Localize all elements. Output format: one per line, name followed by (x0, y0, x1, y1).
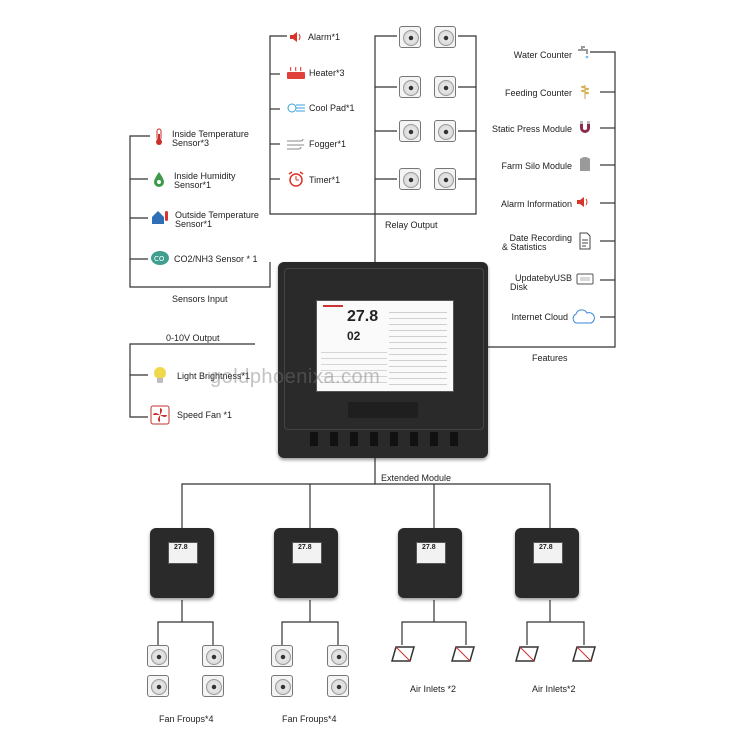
screen-data-table (389, 307, 447, 385)
air-inlet-label: Air Inlets *2 (410, 684, 457, 694)
cool-pad-icon (287, 103, 305, 113)
feature-label: Alarm Information (500, 199, 572, 209)
relay-item-fogger: Fogger*1 (309, 139, 347, 149)
controller-handle (348, 402, 418, 418)
extended-module-title: Extended Module (381, 473, 452, 483)
air-inlet-icon (451, 646, 475, 662)
silo-icon (580, 157, 590, 171)
sensor-label-line1: Inside Temperature (172, 129, 249, 139)
humidity-icon (154, 172, 164, 187)
module-screen-value: 27.8 (298, 544, 312, 551)
fan-icon (434, 168, 456, 190)
module-screen: 27.8 (533, 542, 563, 564)
relay-item-cool-pad: Cool Pad*1 (309, 103, 355, 113)
sensor-label-line2: Sensor*1 (175, 219, 213, 229)
relay-item-alarm: Alarm*1 (308, 32, 341, 42)
sensor-label-line2: Sensor*3 (172, 138, 210, 148)
fan-group-label: Fan Froups*4 (282, 714, 337, 724)
air-inlet-icon (391, 646, 415, 662)
usb-disk-icon (576, 273, 594, 285)
controller-panel-frame (284, 268, 484, 430)
module-screen-value: 27.8 (539, 544, 553, 551)
analog-item-light: Light Brightness*1 (177, 371, 251, 381)
heater-icon (287, 66, 305, 79)
module-screen: 27.8 (416, 542, 446, 564)
co2-icon: CO (151, 251, 169, 265)
fan-icon (147, 675, 169, 697)
screen-temperature: 27.8 (347, 308, 379, 325)
fan-icon (434, 120, 456, 142)
feature-label: Feeding Counter (504, 88, 572, 98)
sensor-label-line1: Inside Humidity (174, 171, 236, 181)
fan-group-label: Fan Froups*4 (159, 714, 214, 724)
fan-icon (327, 645, 349, 667)
fan-icon (202, 675, 224, 697)
analog-item-speed-fan: Speed Fan *1 (177, 410, 233, 420)
cloud-icon (572, 309, 595, 324)
fogger-icon (287, 138, 304, 150)
magnet-icon (580, 121, 590, 133)
relay-item-timer: Timer*1 (309, 175, 341, 185)
module-screen-value: 27.8 (174, 544, 188, 551)
relay-item-heater: Heater*3 (309, 68, 345, 78)
alarm-speaker-icon (577, 197, 588, 207)
air-inlet-label: Air Inlets*2 (532, 684, 576, 694)
module-screen: 27.8 (168, 542, 198, 564)
watermark: goldphoenixa.com (210, 366, 381, 388)
fan-icon (147, 645, 169, 667)
module-screen-value: 27.8 (422, 544, 436, 551)
svg-text:CO: CO (154, 255, 165, 263)
main-controller: 27.8 02 (278, 262, 488, 458)
feature-label: Date Recording (509, 233, 572, 243)
extension-module: 27.8 (274, 528, 338, 598)
screen-header-bar (323, 305, 343, 307)
wheat-icon (581, 85, 589, 99)
feature-label: Water Counter (513, 50, 572, 60)
fan-icon (271, 675, 293, 697)
alarm-clock-icon (288, 171, 304, 187)
sensors-input-title: Sensors Input (172, 294, 228, 304)
fan-icon (399, 120, 421, 142)
fan-icon (327, 675, 349, 697)
fan-icon (399, 168, 421, 190)
air-inlet-icon (515, 646, 539, 662)
house-thermometer-icon (152, 211, 168, 224)
features-title: Features (532, 353, 568, 363)
document-icon (579, 232, 591, 250)
analog-output-title: 0-10V Output (166, 333, 220, 343)
sensor-label-line1: CO2/NH3 Sensor * 1 (174, 254, 258, 264)
module-screen: 27.8 (292, 542, 322, 564)
feature-label-line2: & Statistics (502, 242, 547, 252)
air-inlet-icon (572, 646, 596, 662)
speed-fan-icon (150, 405, 170, 425)
relay-output-title: Relay Output (385, 220, 438, 230)
sensor-label-line1: Outside Temperature (175, 210, 259, 220)
fan-icon (434, 26, 456, 48)
extension-module: 27.8 (150, 528, 214, 598)
feature-label: Internet Cloud (511, 312, 568, 322)
faucet-icon (578, 46, 589, 59)
screen-small-value: 02 (347, 329, 361, 343)
feature-label-line2: Disk (510, 282, 528, 292)
fan-icon (271, 645, 293, 667)
speaker-icon (290, 32, 301, 42)
controller-screen: 27.8 02 (316, 300, 454, 392)
controller-cable-glands (298, 432, 468, 446)
extension-module: 27.8 (515, 528, 579, 598)
sensor-label-line2: Sensor*1 (174, 180, 212, 190)
feature-label: Static Press Module (491, 124, 572, 134)
fan-icon (399, 26, 421, 48)
fan-icon (434, 76, 456, 98)
feature-label: UpdatebyUSB (514, 273, 572, 283)
screen-data-list (321, 347, 387, 385)
fan-icon (202, 645, 224, 667)
thermometer-icon (156, 128, 162, 145)
fan-icon (399, 76, 421, 98)
feature-label: Farm Silo Module (501, 161, 572, 171)
light-bulb-icon (154, 367, 166, 383)
extension-module: 27.8 (398, 528, 462, 598)
